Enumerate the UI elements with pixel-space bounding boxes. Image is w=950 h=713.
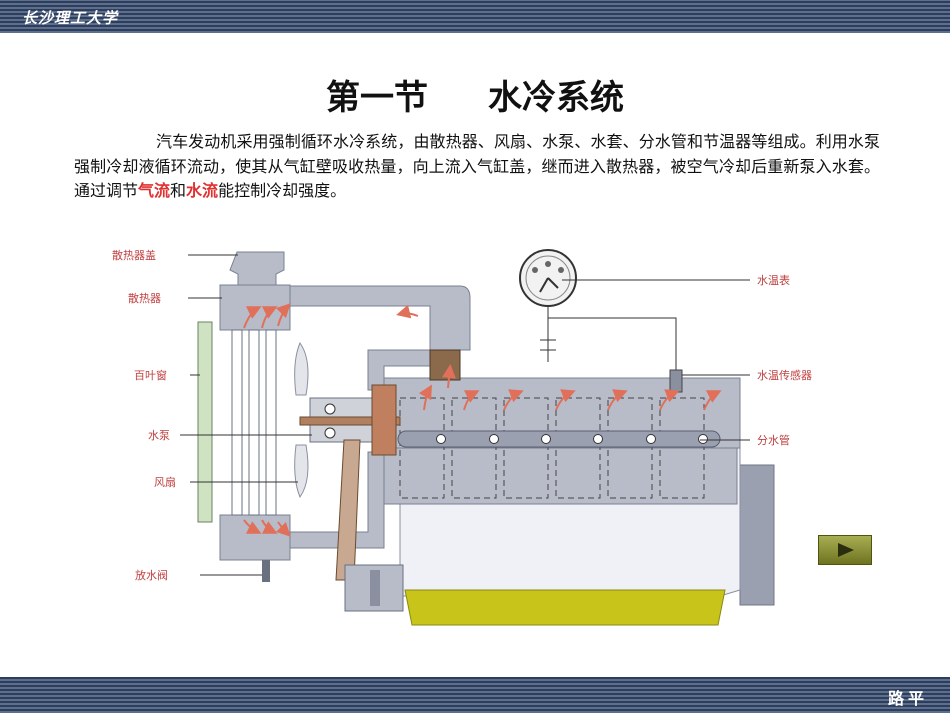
drain-valve [262,560,270,582]
oil-pan [404,589,726,626]
label-fan: 风扇 [154,475,176,489]
flow-arrows [243,303,722,537]
label-temp-sensor: 水温传感器 [757,369,812,382]
distribution-pipe [397,430,721,448]
label-radiator-cap: 散热器盖 [112,248,156,262]
label-water-pump: 水泵 [148,429,170,442]
highlight-waterflow: 水流 [186,181,219,200]
author-name: 路平 [887,689,928,708]
school-name: 长沙理工大学 [22,9,119,27]
section-number: 第一节 [326,78,428,118]
footer-band [0,677,950,713]
leader-lines [180,254,750,576]
radiator [197,251,291,582]
upper-hose [289,285,471,351]
label-shutter: 百叶窗 [134,368,167,382]
section-topic: 水冷系统 [488,78,624,118]
intro-paragraph: 汽车发动机采用强制循环水冷系统，由散热器、风扇、水泵、水套、分水管和节温器等组成… [74,130,880,204]
water-jacket [382,447,738,505]
intro-text-1: 汽车发动机采用强制循环水冷系统，由散热器、风扇、水泵、水套、分水管和节温器等组成… [74,132,880,200]
fan [294,341,309,499]
water-pump [299,384,401,456]
temp-gauge [519,249,683,393]
belt-pulley [335,439,404,612]
label-drain-valve: 放水阀 [135,568,168,582]
thermostat [429,349,461,381]
engine-block [379,377,775,626]
label-distribution-pipe: 分水管 [757,433,790,447]
highlight-airflow: 气流 [138,181,171,200]
label-temp-gauge: 水温表 [757,273,790,287]
intro-text-3: 能控制冷却强度。 [218,181,347,200]
header-band [0,0,950,33]
page-title: 第一节 水冷系统 [0,70,950,119]
intro-text-2: 和 [170,181,187,200]
play-triangle-icon [838,543,854,557]
temp-sensor [669,369,683,393]
play-button[interactable] [818,535,872,565]
label-radiator: 散热器 [128,291,161,305]
radiator-cap [229,251,285,287]
shutter [197,321,213,523]
